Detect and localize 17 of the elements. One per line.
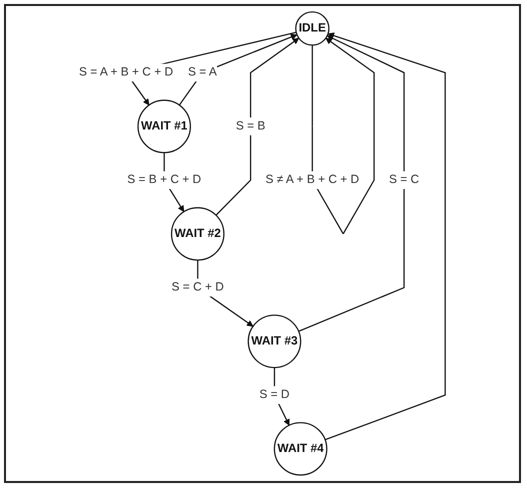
edge-label: S = C [389,173,420,186]
edge-label: S = D [260,388,290,402]
edge-label: S = B + C + D [128,173,202,186]
arrow [298,35,406,332]
arrow [216,38,300,216]
edge-label: S ≠ A + B + C + D [266,173,360,186]
node-circle: WAIT #3 [248,314,302,368]
edge-label: S = B [236,120,266,132]
node-circle: IDLE [296,11,330,46]
edge-label: S = C + D [172,280,224,294]
node-circle: WAIT #1 [138,100,192,154]
arrow [325,32,446,440]
node-circle: WAIT #2 [171,207,225,261]
edge-label: S = A + B + C + D [79,66,174,79]
edge-label: S = A [188,66,218,79]
node-circle: WAIT #4 [274,422,328,476]
arrow [179,34,298,106]
